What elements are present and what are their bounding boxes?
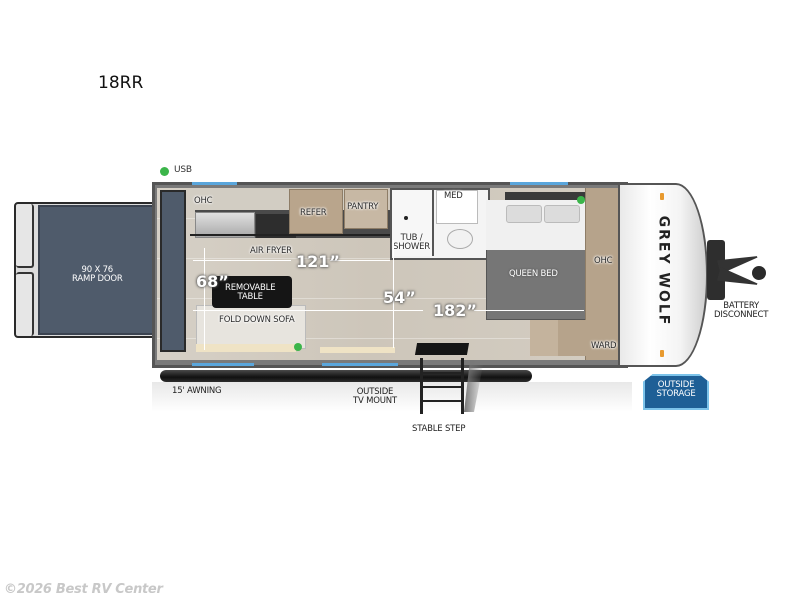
pillow: [506, 205, 542, 223]
fold-down-sofa: [196, 305, 306, 349]
battery-disconnect-label: BATTERY DISCONNECT: [714, 301, 769, 321]
air-fryer-label: AIR FRYER: [250, 246, 292, 256]
step-rung: [420, 372, 464, 374]
dimension-interior-length: 182”: [433, 301, 477, 320]
bench-cushion: [320, 347, 395, 353]
ohc-rear-label: OHC: [194, 196, 213, 206]
tub-shower-label-line1: TUB /: [400, 233, 423, 243]
removable-table-label-line1: REMOVABLE: [225, 283, 276, 293]
sofa-cushion: [196, 344, 296, 352]
brand-logo: GREY WOLF: [654, 206, 672, 336]
wardrobe: [585, 188, 623, 360]
outside-tv-mount-label: OUTSIDE TV MOUNT: [353, 387, 397, 407]
counter-edge: [190, 234, 390, 236]
dimension-line: [330, 260, 390, 261]
outside-tv-mount-line2: TV MOUNT: [353, 396, 397, 407]
pillow: [544, 205, 580, 223]
outside-storage-line2: STORAGE: [656, 389, 696, 400]
outside-storage-badge: [643, 374, 709, 410]
pantry: [344, 189, 388, 229]
outside-tv-mount-line1: OUTSIDE: [356, 387, 394, 397]
rear-entry-frame: [160, 190, 186, 352]
bed-step: [530, 320, 558, 356]
dimension-width-mid: 54”: [383, 288, 416, 307]
removable-table-label-line2: TABLE: [237, 292, 263, 303]
removable-table: [212, 276, 292, 308]
step-rung: [420, 400, 464, 402]
ramp-door-label: 90 X 76 RAMP DOOR: [72, 265, 123, 285]
step-rung: [420, 386, 464, 388]
dimension-line: [393, 240, 394, 348]
medicine-vanity: [436, 190, 478, 224]
usb-indicator-icon: [577, 196, 585, 204]
stable-step: [420, 358, 464, 414]
window: [322, 363, 398, 366]
outside-storage-line1: OUTSIDE: [657, 380, 695, 390]
usb-indicator-icon: [160, 167, 169, 176]
stable-step-label: STABLE STEP: [412, 424, 466, 434]
copyright: ©2026 Best RV Center: [4, 582, 163, 597]
brand-text: GREY WOLF: [655, 215, 671, 327]
med-label: MED: [444, 191, 463, 201]
headboard: [505, 192, 585, 200]
marker-light-icon: [660, 350, 664, 357]
fold-down-sofa-label: FOLD DOWN SOFA: [219, 315, 295, 325]
toilet: [447, 229, 473, 249]
usb-indicator-icon: [294, 343, 302, 351]
ohc-front-label: OHC: [594, 256, 613, 266]
drain-icon: [404, 216, 408, 220]
tub-shower-label: TUB / SHOWER: [393, 233, 430, 253]
battery-disconnect-line1: BATTERY: [723, 301, 760, 311]
ramp-door-size: 90 X 76: [81, 265, 114, 275]
dimension-kitchen-length: 121”: [296, 252, 340, 271]
refrigerator: [289, 189, 343, 234]
ramp-door-name: RAMP DOOR: [72, 274, 123, 285]
tub-shower-label-line2: SHOWER: [393, 242, 430, 253]
floor-plank-line: [157, 298, 585, 299]
removable-table-label: REMOVABLE TABLE: [225, 283, 276, 303]
marker-light-icon: [660, 193, 664, 200]
front-cap: [618, 183, 708, 367]
floor-plank-line: [157, 258, 585, 259]
refer-label: REFER: [300, 208, 327, 218]
sink: [195, 212, 255, 238]
dimension-line: [193, 310, 423, 311]
tub-shower: [392, 190, 434, 256]
ramp-hinge-lower: [16, 272, 34, 336]
queen-bed-label: QUEEN BED: [509, 269, 558, 279]
pantry-label: PANTRY: [347, 202, 379, 212]
dimension-width-rear: 68”: [196, 272, 229, 291]
entry-mat: [414, 343, 470, 355]
hitch-plate: [707, 240, 725, 300]
bed-drawer: [558, 320, 586, 356]
dimension-line: [204, 248, 205, 350]
ramp-door: [38, 205, 156, 335]
model-title: 18RR: [98, 73, 144, 93]
window: [192, 363, 254, 366]
awning-label: 15' AWNING: [172, 386, 222, 396]
ramp-hinge-upper: [16, 204, 34, 268]
floor-plank-line: [157, 338, 585, 339]
battery-disconnect-line2: DISCONNECT: [714, 310, 769, 321]
dimension-line: [474, 310, 584, 311]
dimension-line: [193, 260, 291, 261]
overhead-cabinet-rear: [190, 190, 370, 210]
ward-label: WARD: [591, 341, 617, 351]
ground-shadow: [152, 382, 632, 412]
usb-label: USB: [174, 165, 192, 175]
outside-storage-label: OUTSIDE STORAGE: [643, 380, 709, 400]
window: [510, 182, 568, 185]
window: [192, 182, 237, 185]
hitch-coupler-icon: [752, 266, 766, 280]
